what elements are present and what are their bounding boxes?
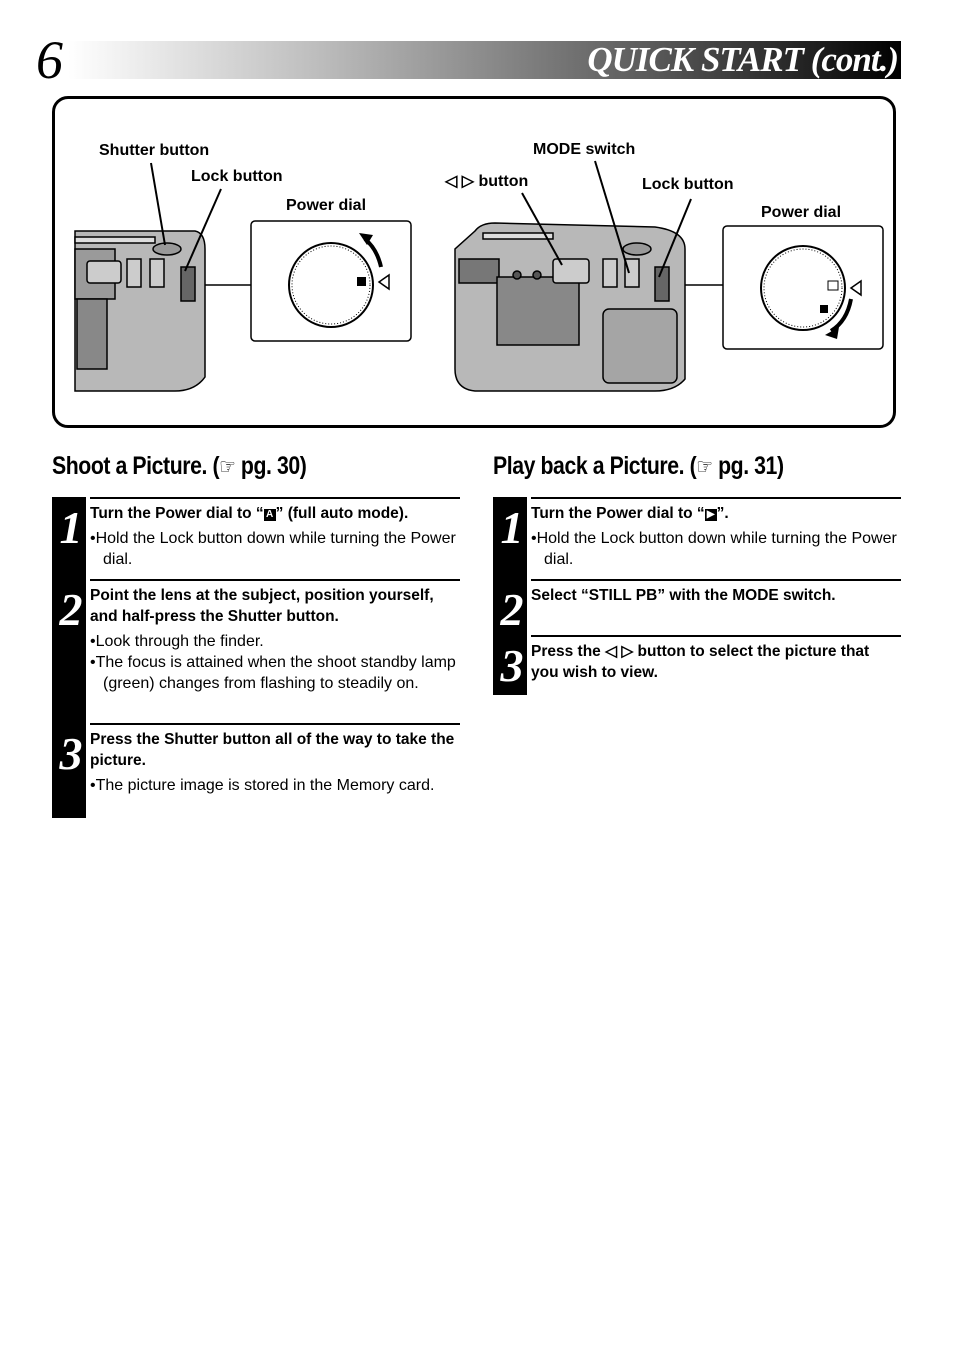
- shoot-step-1: 1 Turn the Power dial to “A” (full auto …: [60, 497, 460, 570]
- shoot-step-3: 3 Press the Shutter button all of the wa…: [60, 723, 460, 796]
- playback-page-ref: pg. 31): [712, 452, 784, 480]
- step-heading: Point the lens at the subject, position …: [90, 587, 434, 625]
- play-icon: ▶: [704, 509, 717, 521]
- playback-section-title: Play back a Picture. (☞ pg. 31): [493, 452, 784, 481]
- playback-title-text: Play back a Picture. (: [493, 452, 697, 480]
- step-bullet: •The focus is attained when the shoot st…: [90, 654, 456, 692]
- shutter-button-label: Shutter button: [99, 142, 210, 159]
- auto-mode-icon: A: [263, 509, 276, 521]
- step-heading-text-end: ” (full auto mode).: [275, 505, 409, 522]
- step-number: 1: [500, 502, 524, 553]
- playback-step-2: 2 Select “STILL PB” with the MODE switch…: [501, 579, 901, 633]
- step-number-column: [52, 497, 86, 818]
- step-heading: Press the ◁ ▷ button to select the pictu…: [531, 643, 870, 681]
- step-heading: Select “STILL PB” with the MODE switch.: [531, 587, 836, 604]
- step-heading: Turn the Power dial to “▶”.: [531, 503, 901, 524]
- playback-step-3: 3 Press the ◁ ▷ button to select the pic…: [501, 635, 901, 689]
- step-number: 3: [59, 728, 83, 779]
- step-heading: Press the Shutter button all of the way …: [90, 731, 455, 769]
- shoot-step-2: 2 Point the lens at the subject, positio…: [60, 579, 460, 694]
- step-heading: Turn the Power dial to “A” (full auto mo…: [90, 503, 460, 524]
- camera-illustration: Shutter button Lock button Power dial MO…: [52, 96, 896, 428]
- step-heading-text: Turn the Power dial to “: [531, 505, 705, 522]
- step-number: 1: [59, 502, 83, 553]
- playback-step-1: 1 Turn the Power dial to “▶”. •Hold the …: [501, 497, 901, 570]
- step-number: 2: [500, 584, 524, 635]
- shoot-section-title: Shoot a Picture. (☞ pg. 30): [52, 452, 307, 481]
- shoot-page-ref: pg. 30): [235, 452, 307, 480]
- step-number: 2: [59, 584, 83, 635]
- power-dial-label-right: Power dial: [761, 204, 842, 221]
- step-bullet: •Hold the Lock button down while turning…: [531, 530, 897, 568]
- page-title: QUICK START (cont.): [587, 40, 899, 79]
- page-number: 6: [36, 30, 63, 90]
- step-heading-text: Turn the Power dial to “: [90, 505, 264, 522]
- shoot-title-text: Shoot a Picture. (: [52, 452, 220, 480]
- power-dial-label-left: Power dial: [286, 197, 367, 214]
- step-number-column: [493, 497, 527, 695]
- step-bullet: •The picture image is stored in the Memo…: [90, 777, 435, 794]
- step-heading-text-end: ”.: [716, 505, 729, 522]
- step-number: 3: [500, 640, 524, 691]
- header-bar: [68, 41, 901, 79]
- shoot-steps: 1 Turn the Power dial to “A” (full auto …: [52, 497, 460, 818]
- mode-switch-label: MODE switch: [533, 141, 636, 158]
- lock-button-label-left: Lock button: [191, 168, 283, 185]
- playback-steps: 1 Turn the Power dial to “▶”. •Hold the …: [493, 497, 901, 695]
- step-bullet: •Hold the Lock button down while turning…: [90, 530, 456, 568]
- right-camera: [454, 222, 686, 392]
- lock-button-label-right: Lock button: [642, 176, 734, 193]
- camera-drawing: [74, 160, 884, 392]
- arrow-button-label: ◁ ▷ button: [445, 173, 529, 190]
- hand-pointer-icon: ☞: [696, 454, 713, 479]
- step-bullet: •Look through the finder.: [90, 633, 264, 650]
- hand-pointer-icon: ☞: [219, 454, 236, 479]
- left-camera: [74, 230, 206, 392]
